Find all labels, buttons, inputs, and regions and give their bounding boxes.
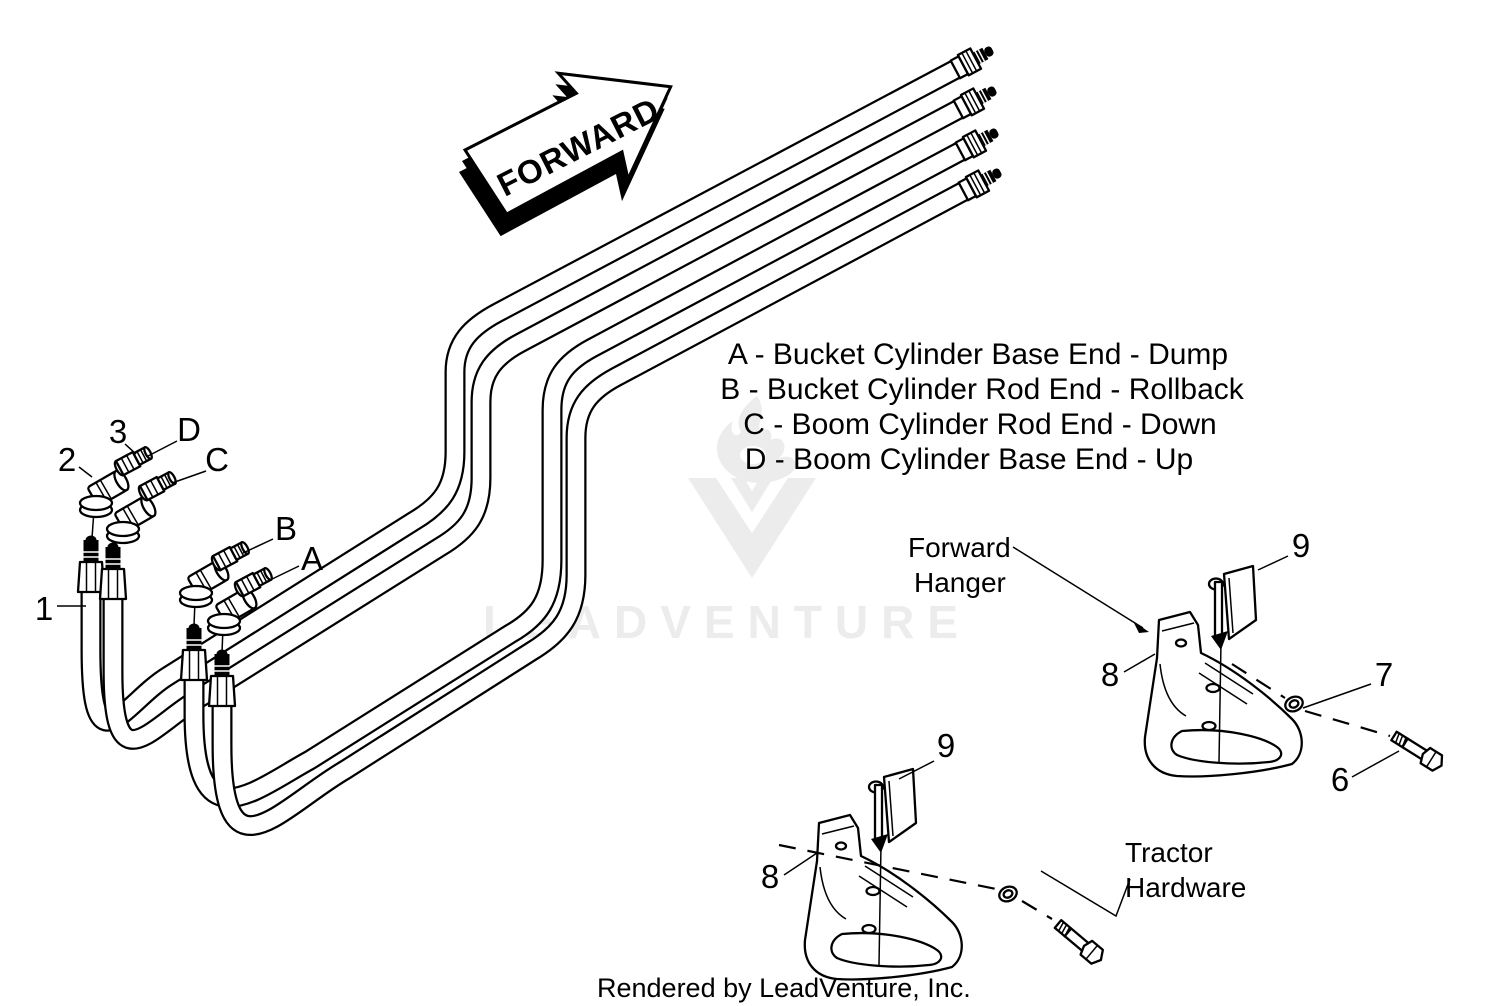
callout-c: C — [205, 441, 229, 478]
leadventure-flame-icon — [716, 396, 796, 484]
callout-8-left: 8 — [761, 858, 779, 895]
hose-1-end-fitting — [948, 38, 999, 81]
callout-7: 7 — [1375, 656, 1393, 693]
callout-d: D — [177, 411, 201, 448]
hose-1 — [80, 58, 963, 732]
hose-2-riser-fitting — [98, 541, 128, 601]
hose-bundle — [80, 58, 971, 837]
footer-credit: Rendered by LeadVenture, Inc. — [597, 973, 971, 1003]
callout-3: 3 — [109, 413, 127, 450]
hose-3 — [183, 140, 968, 808]
forward-hanger-leader-arrowhead — [1133, 621, 1149, 633]
tractor-hardware-leader — [1040, 870, 1131, 918]
hose-4-end-fitting — [956, 160, 1007, 203]
forward-hanger-label-line1: Forward — [908, 532, 1011, 563]
tractor-hanger-assembly — [803, 767, 963, 981]
hose-4 — [211, 180, 971, 837]
adapter-fitting-c — [135, 468, 180, 503]
legend-line-c: C - Boom Cylinder Rod End - Down — [743, 408, 1217, 441]
tractor-nut — [995, 882, 1021, 906]
forward-arrow: FORWARD — [459, 71, 673, 237]
callout-labels: 1 2 3 D C B A 8 9 7 6 9 8 — [35, 411, 1393, 895]
annotations: Forward Hanger Tractor Hardware — [908, 532, 1246, 903]
forward-hanger-label-line2: Hanger — [914, 567, 1006, 598]
callout-9-right: 9 — [1292, 527, 1310, 564]
callout-2: 2 — [58, 441, 76, 478]
tractor-hardware-label-line2: Hardware — [1125, 872, 1246, 903]
leadventure-chevron-icon — [688, 478, 816, 578]
hose-3-riser-fitting — [179, 622, 209, 682]
forward-hanger-hardware — [1231, 663, 1448, 775]
forward-hanger-assembly — [1143, 564, 1303, 778]
leader-lines — [57, 440, 1400, 876]
callout-b: B — [275, 510, 297, 547]
legend-line-b: B - Bucket Cylinder Rod End - Rollback — [720, 373, 1245, 406]
tractor-hanger-hardware — [778, 843, 1131, 969]
callout-6: 6 — [1331, 761, 1349, 798]
elbow-fitting-c — [105, 493, 160, 545]
legend: A - Bucket Cylinder Base End - Dump B - … — [720, 338, 1245, 476]
hose-2 — [102, 98, 966, 750]
callout-a: A — [301, 540, 323, 577]
adapter-fitting-b — [208, 538, 253, 573]
legend-line-a: A - Bucket Cylinder Base End - Dump — [728, 338, 1228, 371]
callout-1: 1 — [35, 590, 53, 627]
hose-3-end-fitting — [953, 120, 1004, 163]
tractor-hardware-label-line1: Tractor — [1125, 837, 1213, 868]
tractor-bolt — [1051, 915, 1108, 969]
nut-7 — [1281, 692, 1307, 716]
legend-line-d: D - Boom Cylinder Base End - Up — [745, 443, 1194, 476]
hose-2-end-fitting — [951, 78, 1002, 121]
callout-8-right: 8 — [1101, 656, 1119, 693]
callout-9-left: 9 — [937, 727, 955, 764]
